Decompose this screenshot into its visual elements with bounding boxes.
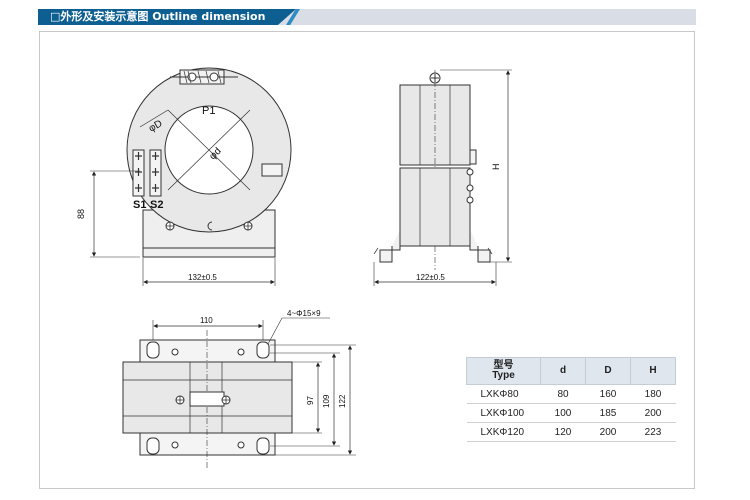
top-view-labels: 4~Φ15×9 110 97 109 122 <box>200 309 347 408</box>
header-type-en: Type <box>492 370 515 381</box>
header-D: D <box>585 357 631 385</box>
top-109-value: 109 <box>322 394 331 408</box>
spec-table: 型号 Type d D H LXKΦ80 80 160 180 LXKΦ100 … <box>466 357 676 442</box>
side-left-bracket <box>379 230 401 263</box>
right-clip <box>261 163 283 177</box>
front-view-labels: P1 φD φd S1 S2 88 132±0.5 <box>76 105 224 282</box>
front-width-value: 132±0.5 <box>188 273 217 282</box>
row-d: 80 <box>540 384 586 404</box>
table-row: LXKΦ100 100 185 200 <box>466 403 676 423</box>
header-tab <box>38 9 296 25</box>
header-H: H <box>630 357 676 385</box>
top-122-value: 122 <box>338 394 347 408</box>
front-view <box>90 67 292 286</box>
row-D: 200 <box>585 422 631 442</box>
side-width-value: 122±0.5 <box>416 273 445 282</box>
side-view <box>373 69 512 286</box>
header-type-cn: 型号 <box>493 360 514 371</box>
table-row: LXKΦ80 80 160 180 <box>466 384 676 404</box>
side-view-labels: H 122±0.5 <box>416 164 501 283</box>
top-terminal-block <box>189 391 225 407</box>
side-lower-body <box>399 167 471 247</box>
row-model: LXKΦ100 <box>466 403 541 423</box>
side-height-value: H <box>491 164 501 171</box>
front-height-value: 88 <box>76 209 86 219</box>
label-s1: S1 <box>133 199 146 211</box>
row-model: LXKΦ120 <box>466 422 541 442</box>
label-p1: P1 <box>202 105 215 117</box>
row-d: 100 <box>540 403 586 423</box>
table-row: LXKΦ120 120 200 223 <box>466 422 676 442</box>
section-title: □外形及安装示意图 Outline dimension <box>50 10 266 23</box>
side-right-bracket <box>469 230 491 263</box>
row-D: 185 <box>585 403 631 423</box>
spec-table-header: 型号 Type d D H <box>466 357 676 385</box>
row-model: LXKΦ80 <box>466 384 541 404</box>
top-spacing-value: 110 <box>200 316 213 325</box>
label-s2: S2 <box>150 199 163 211</box>
row-H: 223 <box>630 422 676 442</box>
header-type: 型号 Type <box>466 357 541 385</box>
top-view <box>122 317 356 470</box>
row-H: 180 <box>630 384 676 404</box>
header-d: d <box>540 357 586 385</box>
row-H: 200 <box>630 403 676 423</box>
top-97-value: 97 <box>306 396 315 405</box>
row-D: 160 <box>585 384 631 404</box>
row-d: 120 <box>540 422 586 442</box>
top-holes-value: 4~Φ15×9 <box>287 309 321 318</box>
